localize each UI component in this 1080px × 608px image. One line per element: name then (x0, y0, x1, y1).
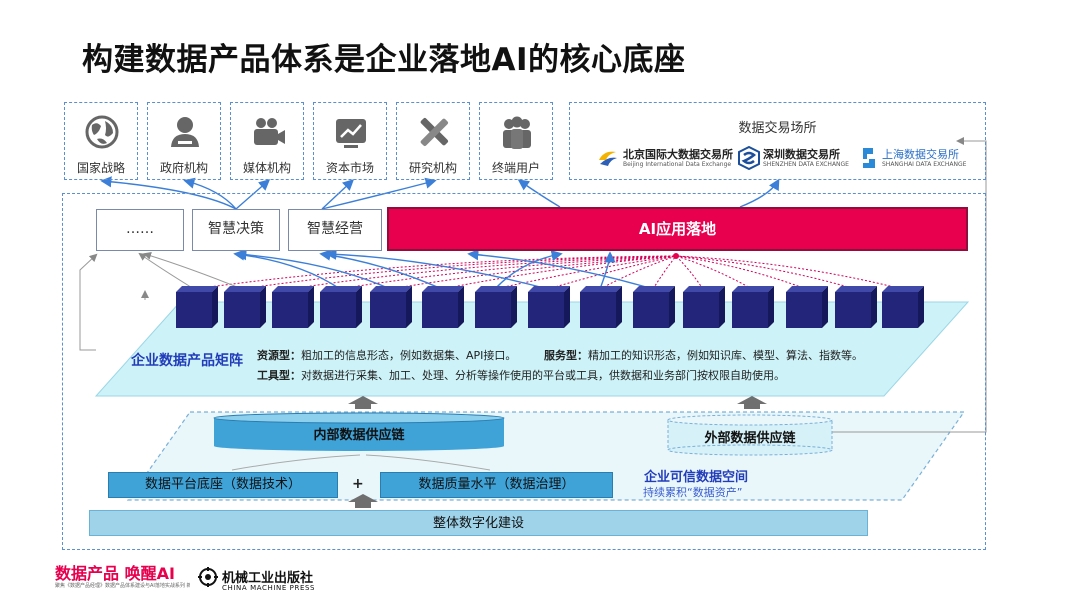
page-title: 构建数据产品体系是企业落地AI的核心底座 (82, 42, 686, 78)
entity-capital-market[interactable]: 资本市场 (313, 102, 387, 180)
data-product-cubes (176, 286, 924, 328)
resource-type-key: 资源型： (257, 349, 301, 362)
entity-label: 研究机构 (408, 161, 457, 175)
entity-media[interactable]: 媒体机构 (230, 102, 304, 180)
data-product-cube[interactable] (475, 286, 517, 328)
entity-label: 政府机构 (159, 161, 208, 175)
exchange-logo-name: 北京国际大数据交易所 (623, 147, 733, 161)
matrix-label: 企业数据产品矩阵 (131, 353, 243, 369)
data-product-cube[interactable] (528, 286, 570, 328)
tools-icon (420, 117, 449, 147)
globe-icon (85, 115, 119, 149)
tool-type-desc: 工具型：对数据进行采集、加工、处理、分析等操作使用的平台或工具，供数据和业务部门… (257, 367, 785, 383)
video-icon (254, 118, 285, 145)
trusted-space-sub: 持续累积“数据资产” (643, 486, 743, 499)
internal-supply-cylinder (213, 412, 505, 451)
gray-links (138, 251, 243, 300)
resource-type-desc: 资源型：粗加工的信息形态，例如数据集、API接口。 (257, 347, 516, 363)
data-product-cube[interactable] (176, 286, 218, 328)
entity-national-strategy[interactable]: 国家战略 (64, 102, 138, 180)
entity-label: 资本市场 (325, 161, 374, 175)
app-smart-decision[interactable]: 智慧决策 (192, 209, 280, 251)
service-type-desc: 服务型：精加工的知识形态，例如知识库、模型、算法、指数等。 (544, 347, 863, 363)
entity-label: 终端用户 (491, 161, 540, 175)
app-ai-landing[interactable]: AI应用落地 (387, 207, 968, 251)
footer-brand: 数据产品 唤醒AI (55, 564, 175, 583)
entity-government[interactable]: 政府机构 (147, 102, 221, 180)
data-platform-base[interactable]: 数据平台底座（数据技术） (108, 472, 338, 498)
digital-foundation[interactable]: 整体数字化建设 (89, 510, 868, 536)
entity-research[interactable]: 研究机构 (396, 102, 470, 180)
data-product-cube[interactable] (683, 286, 725, 328)
trend-chart-icon (336, 119, 366, 148)
exchange-logo-shanghai: 上海数据交易所 SHANGHAI DATA EXCHANGE (859, 145, 966, 171)
exchange-logo-beijing: 北京国际大数据交易所 Beijing International Data Ex… (596, 145, 733, 171)
resource-type-text: 粗加工的信息形态，例如数据集、API接口。 (301, 349, 517, 362)
data-product-cube[interactable] (370, 286, 412, 328)
exchange-logo-sub: SHENZHEN DATA EXCHANGE (763, 160, 849, 168)
exchange-logo-name: 上海数据交易所 (882, 147, 959, 161)
publisher-logo-icon (198, 567, 218, 587)
publisher-name-en: CHINA MACHINE PRESS (222, 584, 316, 592)
publisher-name: 机械工业出版社 (222, 571, 314, 586)
data-product-cube[interactable] (272, 286, 314, 328)
data-product-cube[interactable] (882, 286, 924, 328)
service-type-key: 服务型： (544, 349, 588, 362)
data-exchange-box[interactable]: 数据交易场所 北京国际大数据交易所 Beijing International … (569, 102, 986, 180)
data-product-cube[interactable] (835, 286, 877, 328)
trusted-space-label: 企业可信数据空间 (644, 470, 749, 485)
plus-sign: + (352, 476, 364, 492)
data-product-cube[interactable] (422, 286, 464, 328)
shanghai-exchange-logo-icon (863, 148, 875, 168)
exchange-title: 数据交易场所 (738, 121, 817, 136)
external-supply-cylinder (667, 414, 833, 456)
app-ellipsis[interactable]: …… (96, 209, 184, 251)
blue-links (233, 248, 654, 290)
exchange-logo-name: 深圳数据交易所 (763, 147, 840, 161)
data-quality-level[interactable]: 数据质量水平（数据治理） (380, 472, 613, 498)
tool-type-key: 工具型： (257, 369, 301, 382)
tool-type-text: 对数据进行采集、加工、处理、分析等操作使用的平台或工具，供数据和业务部门按权限自… (301, 369, 785, 382)
data-product-cube[interactable] (732, 286, 774, 328)
entity-label: 国家战略 (76, 161, 125, 175)
entity-end-users[interactable]: 终端用户 (479, 102, 553, 180)
exchange-logo-sub: Beijing International Data Exchange (623, 160, 732, 168)
gray-block-arrows (348, 396, 767, 508)
internal-supply-chain[interactable]: 内部数据供应链 (313, 428, 405, 443)
data-product-cube[interactable] (786, 286, 828, 328)
enterprise-container (62, 193, 986, 550)
beijing-exchange-logo-icon (599, 151, 617, 166)
data-product-cube[interactable] (580, 286, 622, 328)
entity-label: 媒体机构 (242, 161, 291, 175)
data-product-cube[interactable] (224, 286, 266, 328)
up-links (100, 176, 780, 210)
external-supply-chain[interactable]: 外部数据供应链 (704, 431, 796, 446)
exchange-logo-shenzhen: 深圳数据交易所 SHENZHEN DATA EXCHANGE (738, 145, 849, 171)
service-type-text: 精加工的知识形态，例如知识库、模型、算法、指数等。 (588, 349, 863, 362)
data-product-cube[interactable] (320, 286, 362, 328)
shenzhen-exchange-logo-icon (738, 146, 760, 170)
exchange-logo-sub: SHANGHAI DATA EXCHANGE (882, 160, 967, 168)
footer-brand-sub: 聚焦《数据产品经理》数据产品体系建设与AI落地实战系列 新书发布会 (55, 583, 190, 589)
users-icon (503, 116, 531, 149)
app-smart-operation[interactable]: 智慧经营 (288, 209, 382, 251)
data-product-cube[interactable] (633, 286, 675, 328)
person-icon (171, 117, 199, 147)
